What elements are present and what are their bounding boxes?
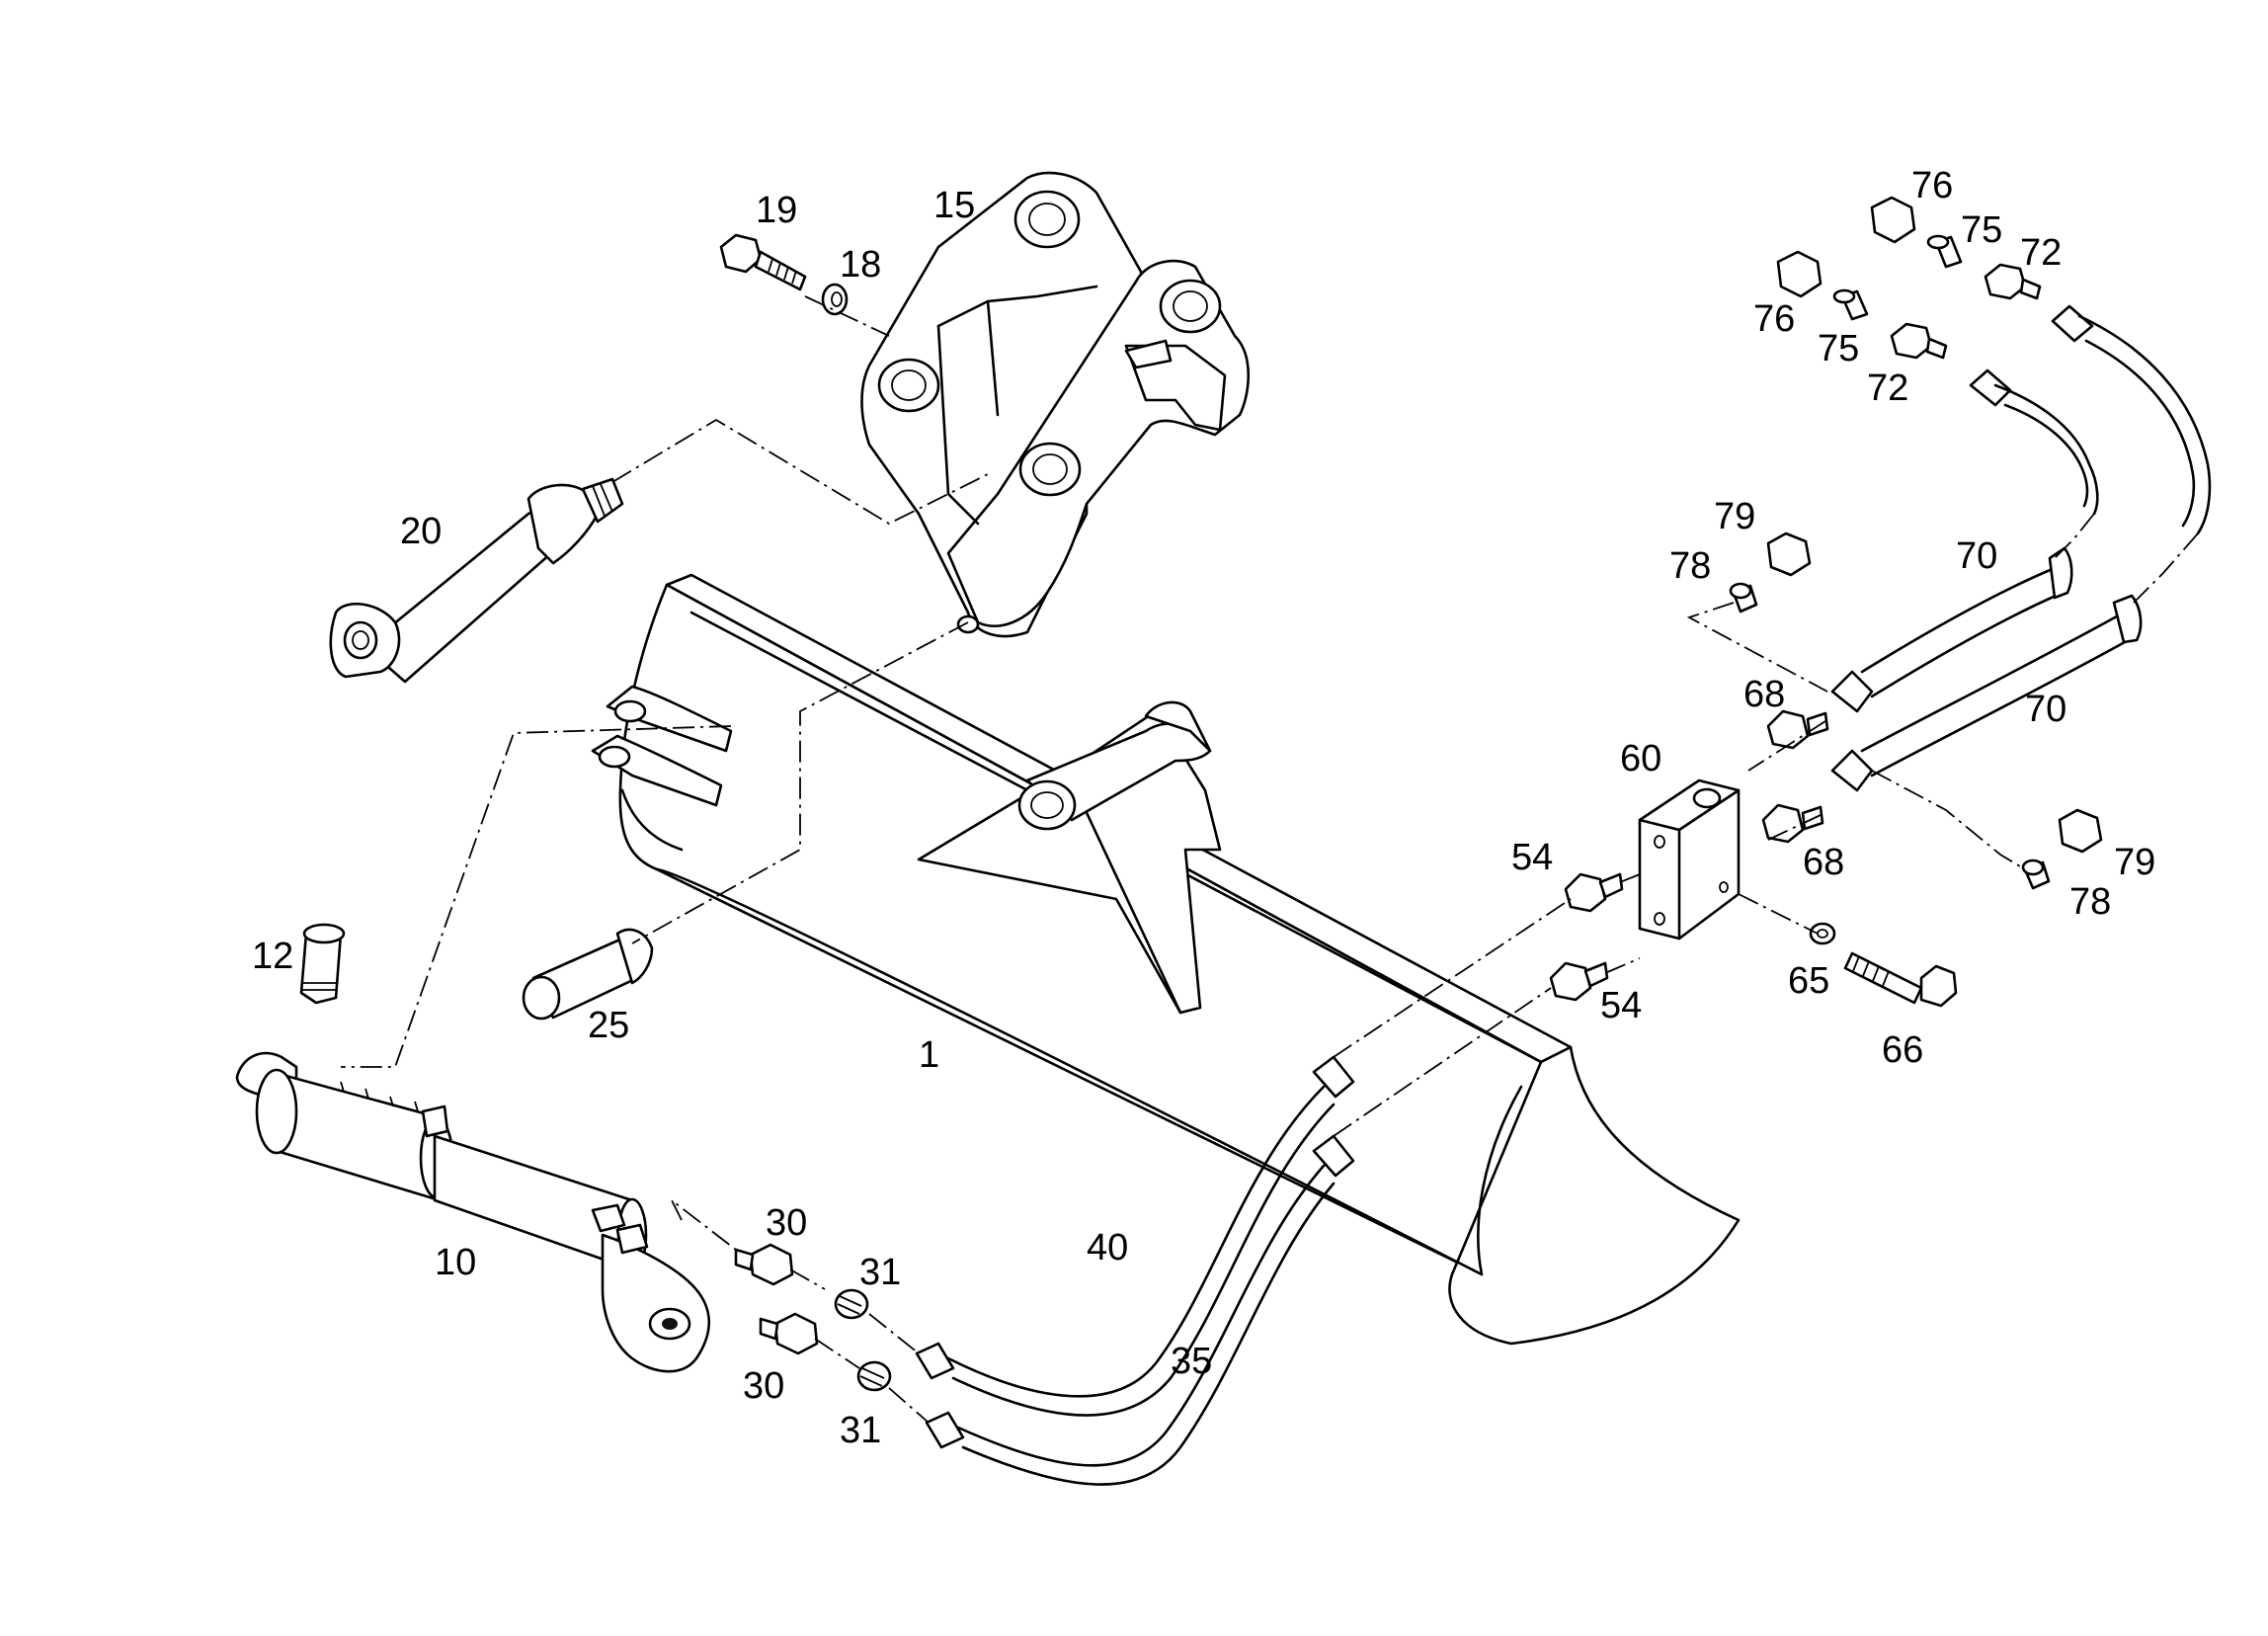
callout-79-upper: 79 xyxy=(1714,496,1755,537)
fitting-31-lower xyxy=(856,1360,892,1392)
callout-30-upper: 30 xyxy=(766,1202,807,1244)
callout-78-lower: 78 xyxy=(2069,881,2111,923)
callout-76-left: 76 xyxy=(1753,298,1795,340)
bolt-66 xyxy=(1843,951,1958,1008)
callout-79-lower: 79 xyxy=(2114,842,2155,883)
callout-35: 35 xyxy=(1171,1341,1212,1382)
fitting-54-upper xyxy=(1564,872,1624,913)
callout-70-upper: 70 xyxy=(1956,535,1997,577)
fitting-78-upper xyxy=(1729,582,1758,614)
fitting-75-left xyxy=(1832,288,1869,321)
nut-79-upper xyxy=(1766,532,1812,577)
bucket xyxy=(591,573,1741,1346)
callout-72-left: 72 xyxy=(1867,368,1908,409)
hose-35 xyxy=(925,1134,1355,1486)
hose-70-upper xyxy=(1830,546,2073,713)
fitting-78-lower xyxy=(2021,859,2051,890)
callout-19: 19 xyxy=(756,190,797,231)
callout-75-right: 75 xyxy=(1961,209,2002,251)
hose-70-lower xyxy=(1830,594,2143,792)
callout-68-upper: 68 xyxy=(1743,674,1785,715)
fitting-72-right xyxy=(1984,263,2042,300)
callout-68-lower: 68 xyxy=(1803,842,1844,883)
quick-coupler-bracket xyxy=(860,171,1251,638)
callout-70-lower: 70 xyxy=(2025,689,2066,730)
hydraulic-cylinder xyxy=(235,1051,710,1373)
callout-labels: 1 10 12 15 18 19 20 25 30 30 31 31 35 40… xyxy=(252,165,2155,1451)
washer-18 xyxy=(821,283,849,316)
pin-25 xyxy=(522,928,654,1021)
fitting-68-lower xyxy=(1761,803,1824,844)
callout-78-upper: 78 xyxy=(1669,545,1711,587)
valve-block-60 xyxy=(1638,778,1741,941)
washer-65 xyxy=(1809,922,1836,945)
callout-30-lower: 30 xyxy=(743,1365,784,1407)
callout-65: 65 xyxy=(1788,960,1829,1002)
callout-60: 60 xyxy=(1620,738,1661,779)
callout-31-upper: 31 xyxy=(859,1252,901,1293)
callout-1: 1 xyxy=(919,1034,939,1076)
callout-40: 40 xyxy=(1087,1227,1128,1268)
fitting-30-upper xyxy=(734,1243,794,1286)
callout-54-lower: 54 xyxy=(1600,985,1642,1026)
callout-25: 25 xyxy=(588,1005,629,1046)
callout-54-upper: 54 xyxy=(1511,837,1553,878)
fitting-54-lower xyxy=(1549,961,1609,1002)
callout-75-left: 75 xyxy=(1818,328,1859,369)
fitting-30-lower xyxy=(759,1312,819,1355)
assembly-lines xyxy=(341,295,2199,1424)
fitting-72-left xyxy=(1890,322,1948,360)
callout-15: 15 xyxy=(933,185,975,226)
fitting-75-right xyxy=(1926,234,1963,269)
callout-20: 20 xyxy=(400,511,442,552)
pin-20 xyxy=(329,477,624,684)
nut-76-left xyxy=(1776,250,1822,298)
callout-66: 66 xyxy=(1882,1029,1923,1071)
hose-upper-return xyxy=(1969,304,2212,535)
bolt-19 xyxy=(719,233,807,291)
callout-10: 10 xyxy=(435,1242,476,1283)
callout-72-right: 72 xyxy=(2020,232,2062,274)
fitting-68-upper xyxy=(1766,709,1829,750)
fitting-31-upper xyxy=(834,1288,869,1320)
hose-40 xyxy=(915,1055,1355,1417)
callout-76-right: 76 xyxy=(1911,165,1953,206)
callout-18: 18 xyxy=(840,244,881,286)
nut-79-lower xyxy=(2058,808,2103,854)
nut-76-right xyxy=(1870,196,1916,244)
pin-12 xyxy=(299,923,346,1005)
callout-31-lower: 31 xyxy=(840,1410,881,1451)
callout-12: 12 xyxy=(252,936,293,977)
